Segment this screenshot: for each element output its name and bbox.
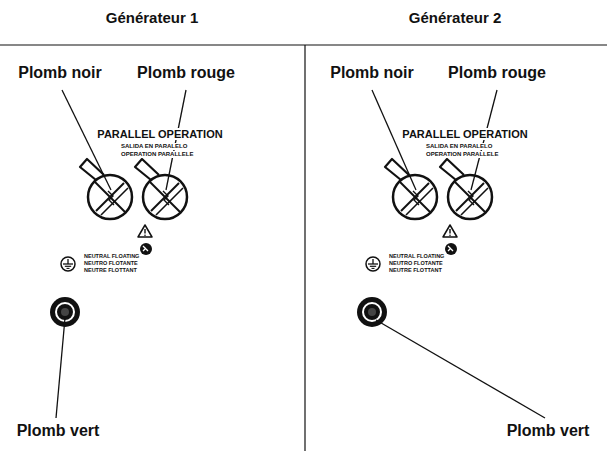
panel-heading: Générateur 2 [408, 10, 503, 27]
panel-marking: NEUTRE FLOTTANT [83, 267, 138, 273]
panel-marking: SALIDA EN PARALELO [120, 143, 188, 150]
panel-marking: PARALLEL OPERATION [96, 128, 223, 140]
panel-marking: OPERATION PARALLELE [120, 151, 194, 158]
panel-marking: OPERATION PARALLELE [425, 151, 499, 158]
wire-label: Plomb vert [16, 422, 101, 440]
wire-label: Plomb noir [329, 64, 415, 82]
wire-label: Plomb vert [506, 422, 591, 440]
wire-label: Plomb rouge [136, 64, 236, 82]
panel-marking: NEUTRO FLOTANTE [83, 260, 139, 266]
panel-marking: NEUTRE FLOTTANT [388, 267, 443, 273]
panel-marking: NEUTRAL FLOATING [83, 253, 140, 259]
panel-marking: NEUTRAL FLOATING [388, 253, 445, 259]
panel-marking: PARALLEL OPERATION [401, 128, 528, 140]
panel-heading: Générateur 1 [105, 10, 200, 27]
panel-marking: NEUTRO FLOTANTE [388, 260, 444, 266]
wire-label: Plomb noir [17, 64, 103, 82]
panel-marking: SALIDA EN PARALELO [425, 143, 493, 150]
wire-label: Plomb rouge [447, 64, 547, 82]
